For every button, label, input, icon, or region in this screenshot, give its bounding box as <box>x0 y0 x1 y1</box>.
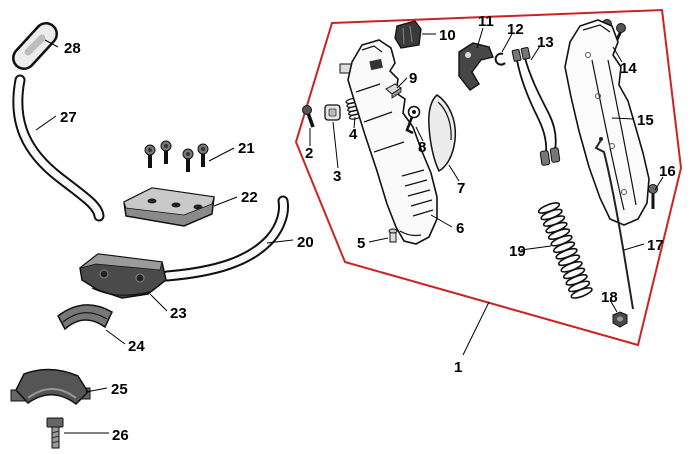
part-6-housing-left-half <box>339 39 438 245</box>
part-5-pin <box>388 228 398 243</box>
part-19-throttle-spring <box>537 202 593 299</box>
part-2-screw <box>302 105 315 128</box>
part-10-stop-switch <box>394 20 422 49</box>
callout-15: 15 <box>637 112 654 129</box>
part-21-clamp-screws <box>144 140 209 172</box>
part-24-clamp-half-upper <box>57 304 113 331</box>
callout-13: 13 <box>537 34 554 51</box>
callout-27: 27 <box>60 109 77 126</box>
part-3-rubber-block <box>324 104 341 121</box>
callout-22: 22 <box>241 189 258 206</box>
part-28-handle-grip <box>12 22 58 70</box>
callout-17: 17 <box>647 237 664 254</box>
callout-14: 14 <box>620 60 637 77</box>
part-27-handlebar-tube-left <box>12 74 105 222</box>
part-12-retaining-clip <box>494 52 506 66</box>
callout-8: 8 <box>418 139 426 156</box>
callout-3: 3 <box>333 168 341 185</box>
part-16-screw <box>648 184 658 209</box>
callout-19: 19 <box>509 243 526 260</box>
callout-5: 5 <box>357 235 365 252</box>
leader-lines <box>35 27 664 434</box>
callout-16: 16 <box>659 163 676 180</box>
part-18-nut <box>612 311 628 328</box>
highlight-region-outline <box>294 8 683 347</box>
part-23-handle-bracket <box>79 253 167 299</box>
callout-12: 12 <box>507 21 524 38</box>
part-20-handlebar-tube-right <box>161 195 289 282</box>
callout-11: 11 <box>478 13 494 30</box>
part-8-eyelet-pin <box>405 105 421 135</box>
part-17-throttle-cable-rod <box>594 137 634 310</box>
callout-24: 24 <box>128 338 145 355</box>
part-22-upper-clamp-plate <box>123 187 215 227</box>
part-7-throttle-trigger <box>428 94 457 173</box>
callout-23: 23 <box>170 305 187 322</box>
callouts: 1 2 3 4 5 6 7 8 9 10 11 12 13 14 15 16 1… <box>60 13 676 444</box>
callout-25: 25 <box>111 381 128 398</box>
part-9-wedge <box>385 83 402 99</box>
part-11-interlock-lever <box>458 42 494 91</box>
callout-6: 6 <box>456 220 464 237</box>
callout-18: 18 <box>601 289 618 306</box>
callout-28: 28 <box>64 40 81 57</box>
part-25-clamp-half-lower <box>10 368 91 405</box>
callout-9: 9 <box>409 70 417 87</box>
part-26-clamp-bolt <box>46 417 64 449</box>
callout-10: 10 <box>439 27 456 44</box>
callout-20: 20 <box>297 234 314 251</box>
callout-26: 26 <box>112 427 129 444</box>
callout-1: 1 <box>454 359 462 376</box>
callout-21: 21 <box>238 140 255 157</box>
callout-4: 4 <box>349 126 358 143</box>
part-13-switch-wires <box>511 46 561 166</box>
callout-2: 2 <box>305 145 313 162</box>
callout-7: 7 <box>457 180 465 197</box>
part-15-housing-right-half <box>564 19 650 226</box>
